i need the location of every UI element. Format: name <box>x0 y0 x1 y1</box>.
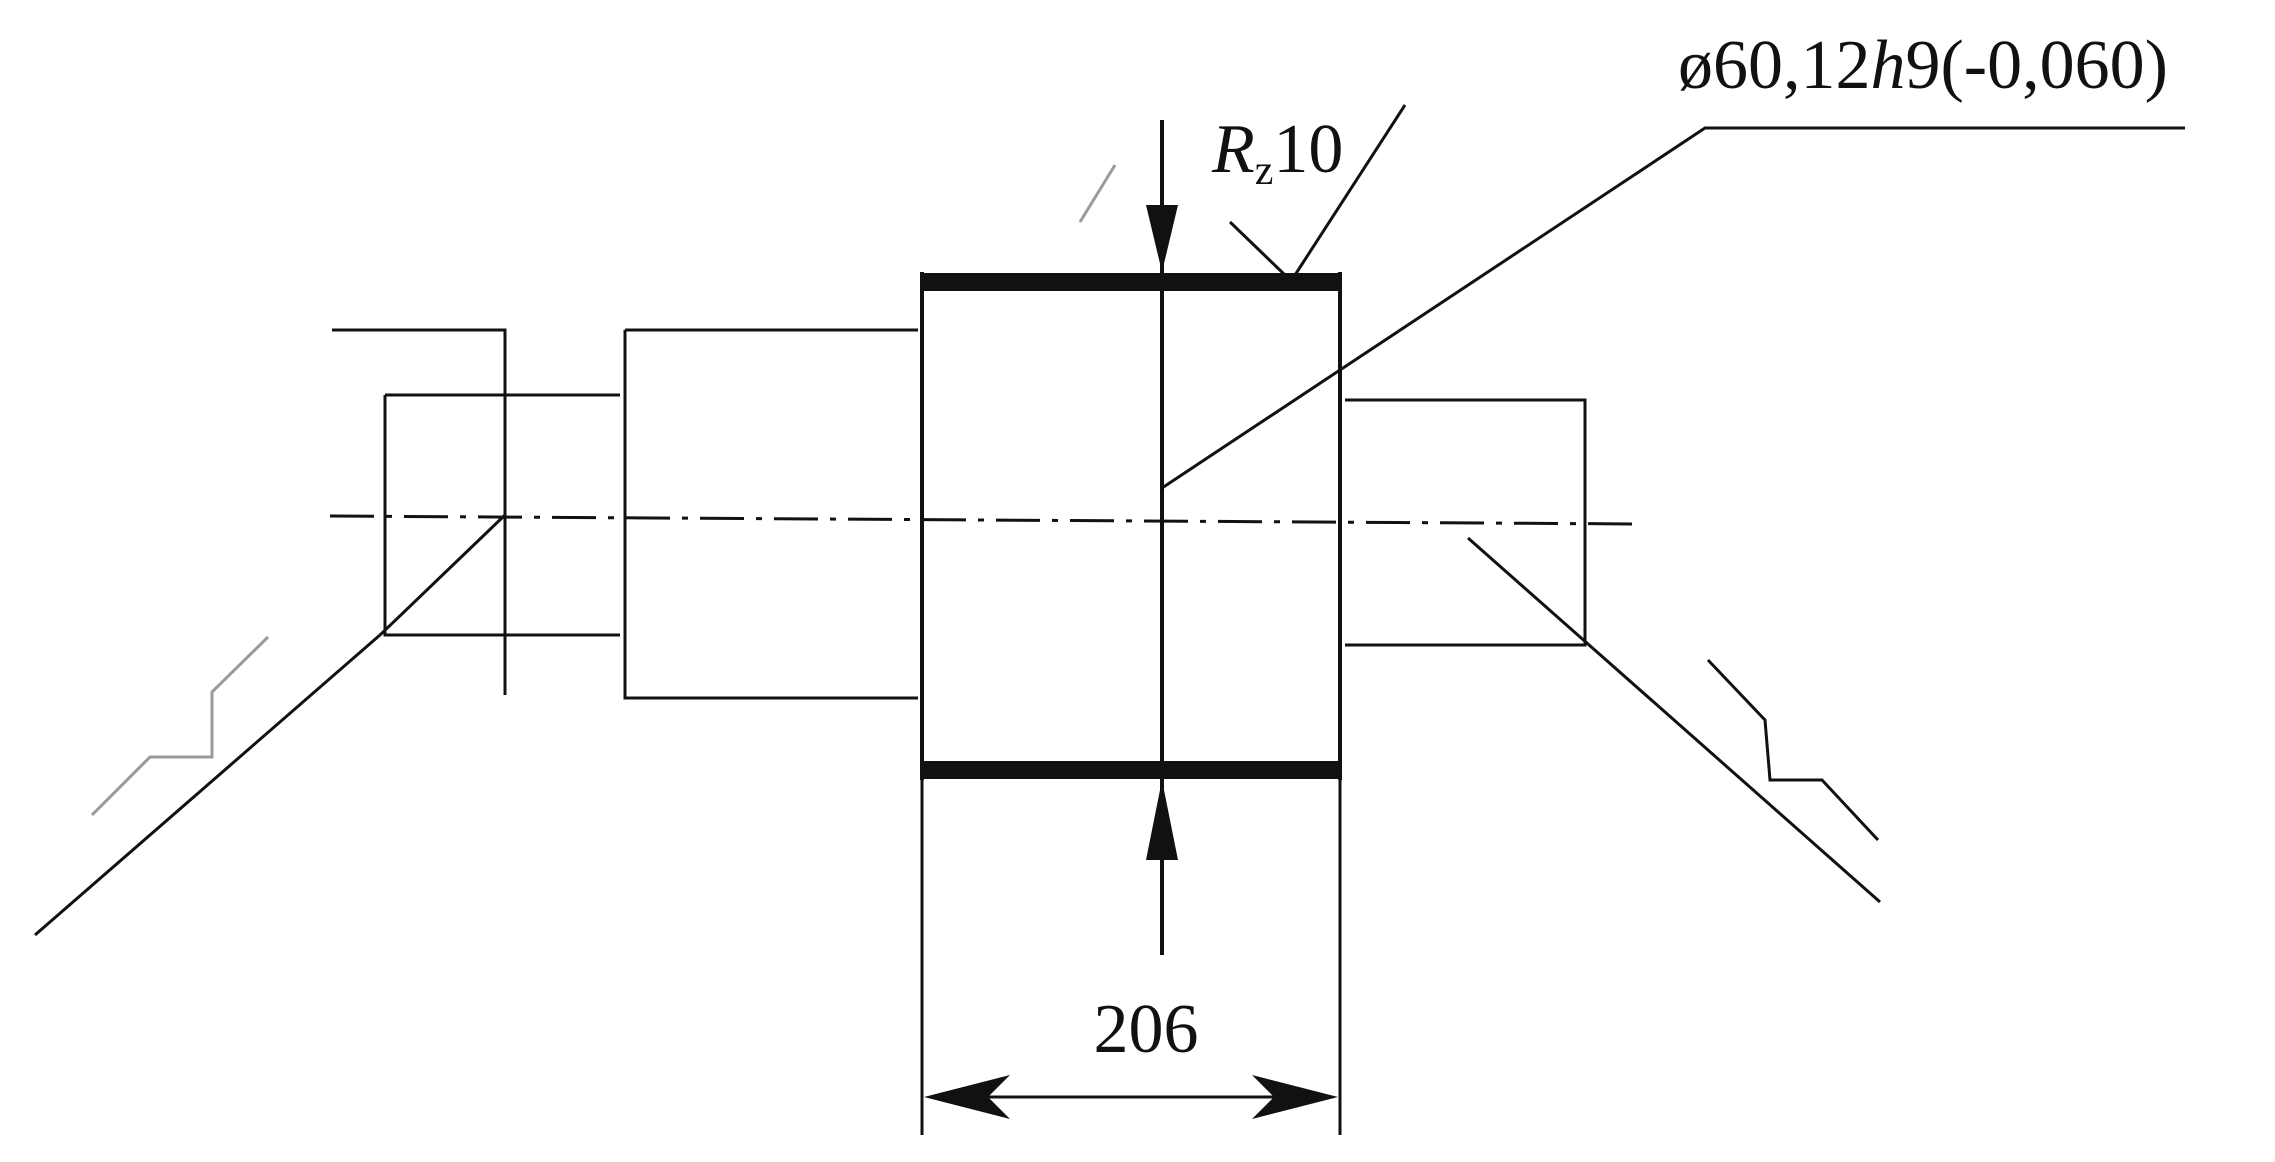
top-arrow-icon <box>1146 205 1178 272</box>
left-shaft-step <box>623 328 918 700</box>
right-centre <box>1467 536 1881 904</box>
left-chuck <box>332 328 620 695</box>
center-axis <box>329 514 1641 526</box>
main-journal <box>920 272 1342 780</box>
roughness-label: Rz10 <box>1211 111 1343 194</box>
diameter-leader <box>1161 126 2185 490</box>
bottom-arrow-icon <box>1146 780 1178 860</box>
dimension-left-arrow-icon <box>924 1075 1010 1119</box>
measurement-line <box>1146 120 1178 955</box>
dimension-right-arrow-icon <box>1252 1075 1338 1119</box>
length-dimension-label: 206 <box>1094 991 1199 1068</box>
diameter-label: ø60,12h9(-0,060) <box>1678 27 2168 104</box>
length-dimension: 206 <box>920 780 1342 1135</box>
right-shaft-step <box>1345 398 1587 647</box>
roughness-symbol <box>1078 104 1407 277</box>
left-centre <box>34 513 507 937</box>
